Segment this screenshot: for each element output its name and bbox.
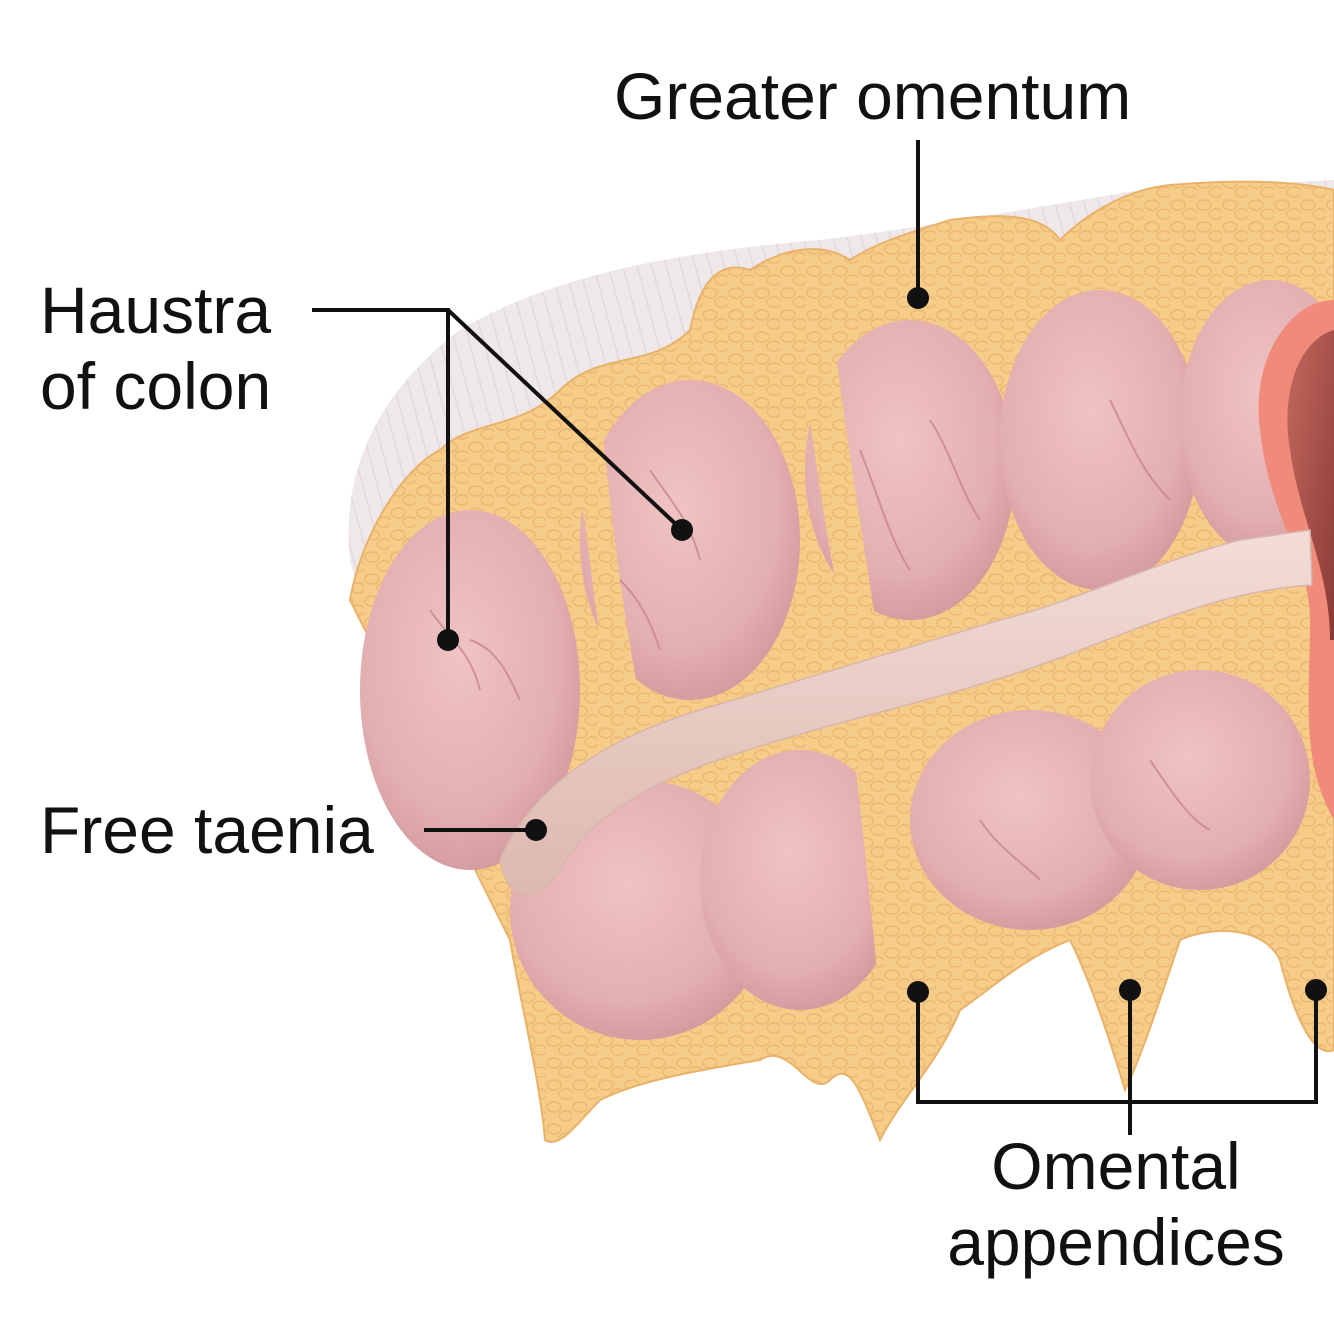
haustrum [580, 380, 800, 700]
haustra-dot [437, 629, 459, 651]
label-haustra-line2: of colon [40, 349, 272, 423]
label-haustra-line1: Haustra [40, 273, 272, 347]
omental-fat-strip [790, 300, 880, 650]
omental-appendix-dot [1119, 979, 1141, 1001]
label-omental-line2: appendices [947, 1205, 1285, 1279]
haustrum [1090, 670, 1310, 890]
omental-fat-strip [560, 410, 640, 700]
label-omental-line1: Omental [991, 1129, 1241, 1203]
omental-appendix-dot [1305, 979, 1327, 1001]
haustrum [910, 710, 1150, 930]
label-free-taenia: Free taenia [40, 793, 374, 867]
label-haustra-of-colon: Haustra of colon [40, 272, 271, 424]
free-taenia-band [499, 529, 1313, 896]
haustra-dot [671, 519, 693, 541]
haustrum [1000, 290, 1200, 590]
greater-omentum-dot [907, 287, 929, 309]
label-omental-appendices: Omental appendices [924, 1128, 1308, 1280]
blood-vessels [429, 399, 1211, 881]
leader-dots [437, 287, 1327, 1003]
haustrum [360, 510, 580, 870]
label-greater-omentum: Greater omentum [614, 59, 1132, 133]
free-taenia-dot [525, 819, 547, 841]
leader-lines [312, 140, 1318, 1135]
haustrum [700, 750, 900, 1010]
omental-appendix-dot [907, 981, 929, 1003]
colon-lumen [1287, 330, 1334, 640]
omental-fat-strip [850, 720, 920, 1000]
